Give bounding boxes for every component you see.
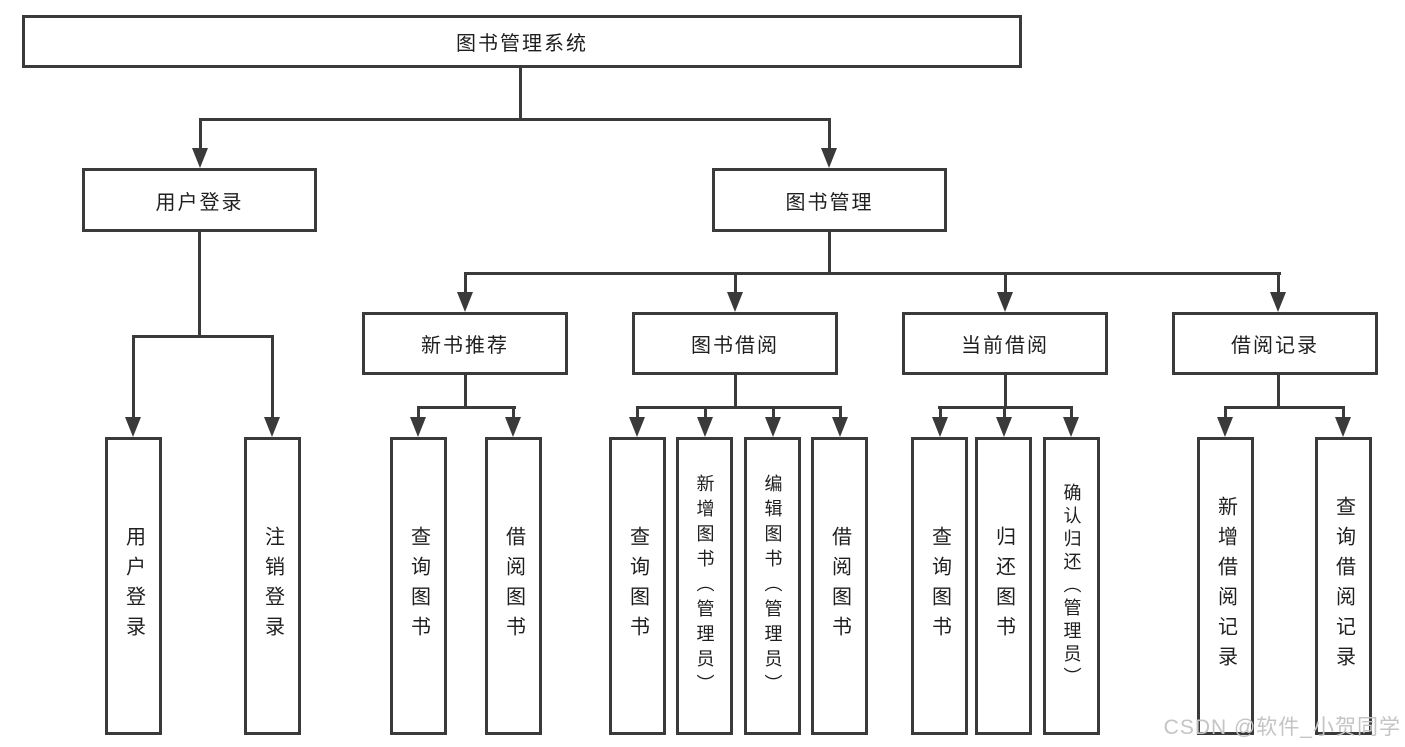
arrow-down-icon: [932, 406, 948, 437]
arrow-down-icon: [1217, 406, 1233, 437]
arrow-down-icon: [1063, 406, 1079, 437]
connector-line: [198, 232, 201, 338]
arrow-down-icon: [697, 406, 713, 437]
node-new-book-recommendation: 新书推荐: [362, 312, 568, 375]
node-book-management: 图书管理: [712, 168, 947, 232]
connector-line: [1004, 375, 1007, 409]
leaf-add-borrow-record: 新增借阅记录: [1197, 437, 1254, 735]
node-library-management-system: 图书管理系统: [22, 15, 1022, 68]
node-current-borrowing: 当前借阅: [902, 312, 1108, 375]
arrow-down-icon: [727, 272, 743, 312]
connector-line: [464, 272, 1281, 275]
connector-line: [464, 375, 467, 409]
arrow-down-icon: [997, 272, 1013, 312]
connector-line: [1277, 375, 1280, 409]
arrow-down-icon: [125, 335, 141, 437]
arrow-down-icon: [996, 406, 1012, 437]
node-user-login: 用户登录: [82, 168, 317, 232]
arrow-down-icon: [410, 406, 426, 437]
arrow-down-icon: [629, 406, 645, 437]
connector-line: [734, 375, 737, 409]
leaf-user-login: 用户登录: [105, 437, 162, 735]
leaf-logout: 注销登录: [244, 437, 301, 735]
connector-line: [132, 335, 274, 338]
leaf-query-books-2: 查询图书: [609, 437, 666, 735]
arrow-down-icon: [1270, 272, 1286, 312]
leaf-add-books-admin: 新增图书（管理员）: [676, 437, 733, 735]
leaf-borrow-books-2: 借阅图书: [811, 437, 868, 735]
connector-line: [828, 232, 831, 275]
node-borrowing-records: 借阅记录: [1172, 312, 1378, 375]
leaf-confirm-return-admin: 确认归还（管理员）: [1043, 437, 1100, 735]
connector-line: [636, 406, 842, 409]
connector-line: [938, 406, 1073, 409]
arrow-down-icon: [457, 272, 473, 312]
connector-line: [199, 118, 831, 121]
csdn-watermark: CSDN @软件_小贺同学: [1163, 716, 1401, 739]
arrow-down-icon: [832, 406, 848, 437]
arrow-down-icon: [505, 406, 521, 437]
leaf-query-borrow-record: 查询借阅记录: [1315, 437, 1372, 735]
connector-line: [417, 406, 516, 409]
node-book-borrowing: 图书借阅: [632, 312, 838, 375]
connector-line: [519, 68, 522, 121]
arrow-down-icon: [192, 118, 208, 168]
arrow-down-icon: [765, 406, 781, 437]
leaf-return-books: 归还图书: [975, 437, 1032, 735]
connector-line: [1224, 406, 1345, 409]
arrow-down-icon: [1335, 406, 1351, 437]
leaf-query-books-3: 查询图书: [911, 437, 968, 735]
leaf-edit-books-admin: 编辑图书（管理员）: [744, 437, 801, 735]
leaf-query-books-1: 查询图书: [390, 437, 447, 735]
arrow-down-icon: [821, 118, 837, 168]
leaf-borrow-books-1: 借阅图书: [485, 437, 542, 735]
arrow-down-icon: [264, 335, 280, 437]
